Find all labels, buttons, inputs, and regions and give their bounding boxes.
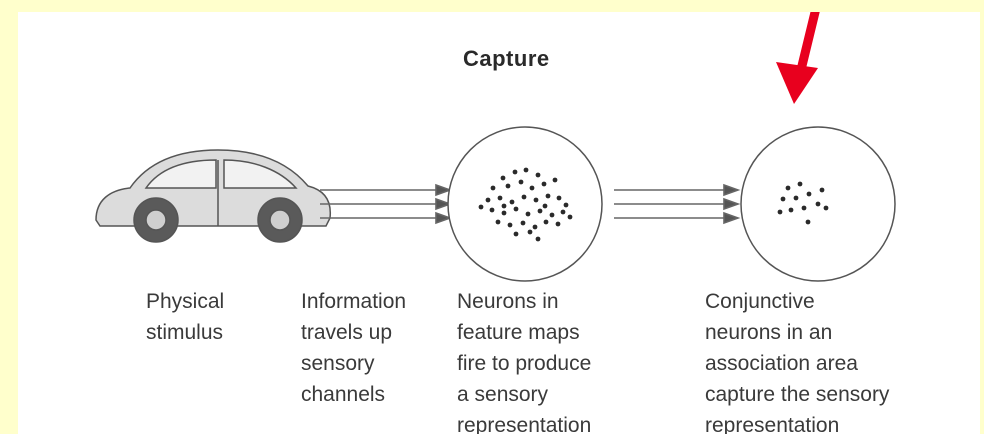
- neuron-dot: [819, 187, 825, 193]
- neuron-dot: [513, 231, 519, 237]
- neuron-dot: [518, 179, 524, 185]
- caption-conjunctive-neurons: Conjunctive neurons in an association ar…: [705, 290, 890, 434]
- diagram-title: Capture: [463, 46, 550, 71]
- neuron-dot: [543, 219, 549, 225]
- neuron-dot: [797, 181, 803, 187]
- neuron-dot: [485, 197, 491, 203]
- neuron-dot: [805, 219, 811, 225]
- neuron-dot: [527, 229, 533, 235]
- arrow-icon: [320, 183, 453, 225]
- neuron-dot: [509, 199, 515, 205]
- feature-map-dots: [478, 167, 573, 242]
- neuron-dot: [545, 193, 551, 199]
- neuron-dot: [823, 205, 829, 211]
- neuron-dot: [512, 169, 518, 175]
- neuron-dot: [806, 191, 812, 197]
- diagram-canvas: [95, 12, 896, 282]
- neuron-dot: [535, 172, 541, 178]
- neuron-dot: [815, 201, 821, 207]
- neuron-dot: [541, 181, 547, 187]
- neuron-dot: [556, 195, 562, 201]
- neuron-dot: [567, 214, 573, 220]
- neuron-dot: [529, 185, 535, 191]
- neuron-dot: [525, 211, 531, 217]
- association-dots: [777, 181, 829, 225]
- neuron-dot: [505, 183, 511, 189]
- arrow-icon: [614, 183, 741, 225]
- diagram-panel: Capture Physical stimulus Information tr…: [18, 12, 980, 434]
- caption-neurons-feature-maps: Neurons in feature maps fire to produce …: [457, 290, 592, 434]
- neuron-dot: [513, 206, 519, 212]
- neuron-dot: [793, 195, 799, 201]
- neuron-dot: [777, 209, 783, 215]
- neuron-dot: [532, 224, 538, 230]
- neuron-dot: [507, 222, 513, 228]
- neuron-dot: [523, 167, 529, 173]
- neuron-dot: [788, 207, 794, 213]
- neuron-dot: [801, 205, 807, 211]
- caption-information-travels: Information travels up sensory channels: [301, 290, 407, 406]
- feature-map-circle: [447, 126, 603, 282]
- pointer-arrow-icon: [776, 12, 820, 104]
- neuron-dot: [785, 185, 791, 191]
- neuron-dot: [521, 194, 527, 200]
- car-icon: [95, 149, 332, 243]
- neuron-dot: [489, 207, 495, 213]
- neuron-dot: [535, 236, 541, 242]
- neuron-dot: [555, 221, 561, 227]
- neuron-dot: [497, 195, 503, 201]
- neuron-dot: [495, 219, 501, 225]
- neuron-dot: [490, 185, 496, 191]
- neuron-dot: [537, 208, 543, 214]
- neuron-dot: [520, 220, 526, 226]
- neuron-dot: [780, 196, 786, 202]
- neuron-dot: [478, 204, 484, 210]
- neuron-dot: [500, 175, 506, 181]
- neuron-dot: [542, 203, 548, 209]
- neuron-dot: [560, 209, 566, 215]
- neuron-dot: [549, 212, 555, 218]
- neuron-dot: [552, 177, 558, 183]
- neuron-dot: [563, 202, 569, 208]
- neuron-dot: [501, 203, 507, 209]
- caption-physical-stimulus: Physical stimulus: [146, 290, 225, 344]
- neuron-dot: [533, 197, 539, 203]
- neuron-dot: [501, 210, 507, 216]
